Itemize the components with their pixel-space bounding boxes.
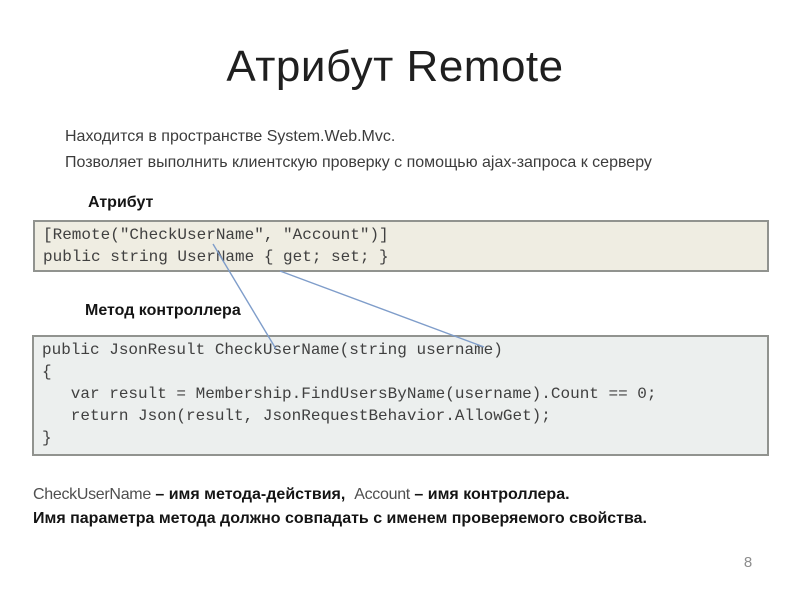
- controller-code-line-1: public JsonResult CheckUserName(string u…: [42, 341, 503, 359]
- controller-code-line-3: var result = Membership.FindUsersByName(…: [42, 385, 657, 403]
- intro-text: Находится в пространстве System.Web.Mvc.…: [65, 124, 652, 176]
- footnote-code-account: Account: [354, 486, 410, 503]
- footnote: CheckUserName – имя метода-действия, Acc…: [33, 483, 647, 531]
- footnote-text-2: – имя контроллера.: [409, 486, 570, 503]
- intro-line-1: Находится в пространстве System.Web.Mvc.: [65, 128, 396, 145]
- page-number: 8: [743, 554, 753, 571]
- attribute-code-block: [Remote("CheckUserName", "Account")] pub…: [33, 220, 769, 272]
- controller-label: Метод контроллера: [85, 302, 241, 319]
- attribute-label: Атрибут: [88, 194, 154, 211]
- controller-code-line-2: {: [42, 363, 52, 381]
- controller-code-line-5: }: [42, 429, 52, 447]
- footnote-text-1: – имя метода-действия,: [150, 486, 355, 503]
- controller-code-block: public JsonResult CheckUserName(string u…: [32, 335, 769, 456]
- attribute-code-line-1: [Remote("CheckUserName", "Account")]: [43, 226, 389, 244]
- slide-title: Атрибут Remote: [226, 42, 564, 91]
- controller-code-line-4: return Json(result, JsonRequestBehavior.…: [42, 407, 551, 425]
- footnote-line-1: CheckUserName – имя метода-действия, Acc…: [33, 483, 647, 507]
- footnote-line-2: Имя параметра метода должно совпадать с …: [33, 510, 647, 527]
- intro-line-2: Позволяет выполнить клиентскую проверку …: [65, 154, 652, 171]
- footnote-code-checkusername: CheckUserName: [33, 486, 151, 503]
- attribute-code-line-2: public string UserName { get; set; }: [43, 248, 389, 266]
